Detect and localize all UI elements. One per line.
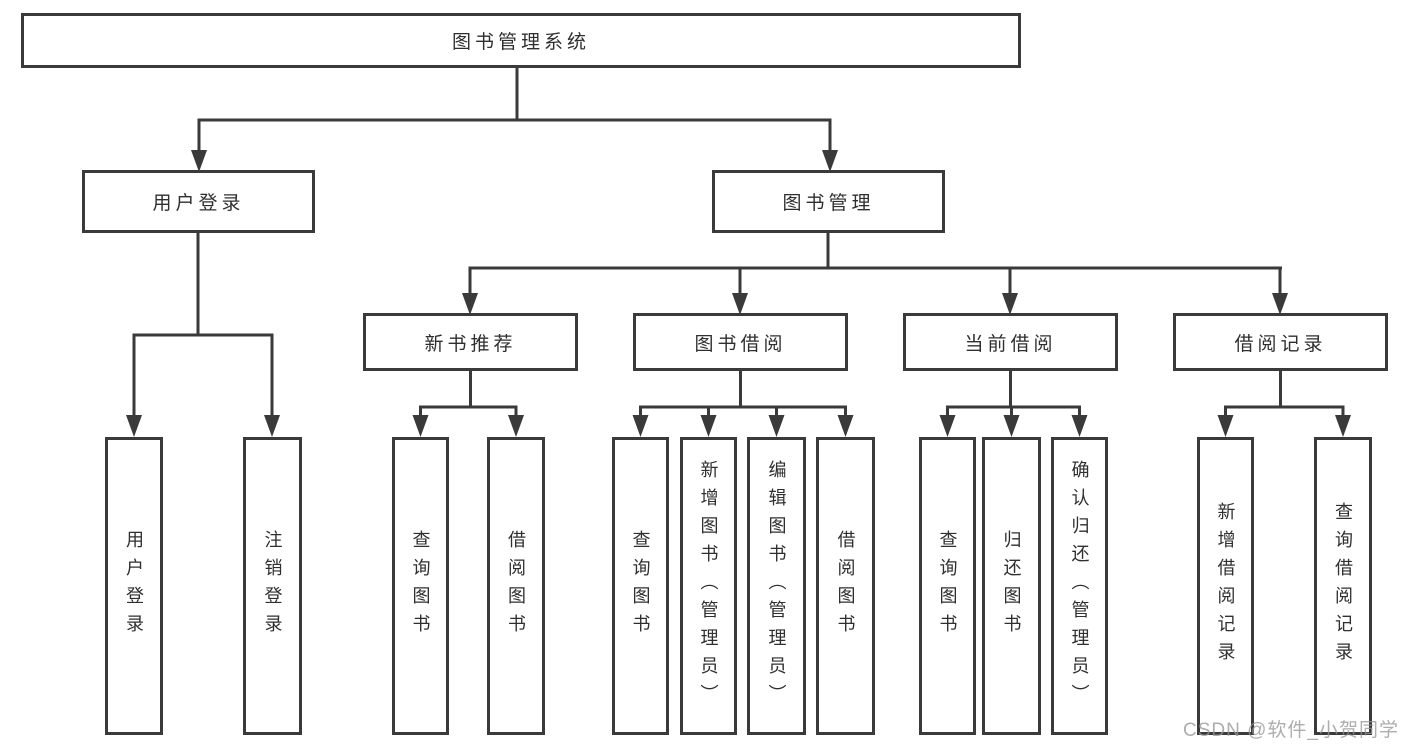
- node-root-system-label: 图书管理系统: [451, 32, 590, 53]
- leaf-return-book: 归还图书: [982, 437, 1041, 735]
- leaf-borrow-books-recommend: 借阅图书: [487, 437, 545, 735]
- leaf-add-book-admin: 新增图书（管理员）: [680, 437, 737, 735]
- leaf-query-books-borrowing: 查询图书: [612, 437, 669, 735]
- node-current-borrowing-label: 当前借阅: [964, 333, 1057, 355]
- connector-current-borrowing-to-leaves: [939, 369, 1088, 437]
- leaf-add-borrow-record-label: 新增借阅记录: [1215, 502, 1236, 670]
- csdn-watermark: CSDN @软件_小贺同学: [1183, 720, 1399, 741]
- leaf-query-books-current: 查询图书: [919, 437, 976, 735]
- leaf-confirm-return-admin: 确认归还（管理员）: [1051, 437, 1108, 735]
- node-new-book-recommend: 新书推荐: [363, 313, 578, 371]
- leaf-query-books-current-label: 查询图书: [937, 530, 958, 642]
- node-new-book-recommend-label: 新书推荐: [424, 333, 517, 355]
- leaf-return-book-label: 归还图书: [1001, 530, 1022, 642]
- leaf-borrow-books-borrowing: 借阅图书: [816, 437, 875, 735]
- node-borrowing-records-label: 借阅记录: [1234, 333, 1327, 355]
- node-borrowing-records: 借阅记录: [1173, 313, 1388, 371]
- leaf-borrow-books-recommend-label: 借阅图书: [506, 530, 526, 642]
- node-book-management: 图书管理: [712, 170, 945, 233]
- connector-book-borrowing-to-leaves: [632, 369, 854, 437]
- leaf-query-books-recommend-label: 查询图书: [410, 530, 431, 642]
- connector-user-login-to-leaves: [126, 231, 280, 437]
- leaf-user-login-label: 用户登录: [124, 530, 144, 642]
- leaf-confirm-return-admin-label: 确认归还（管理员）: [1069, 460, 1090, 712]
- node-root-system: 图书管理系统: [21, 13, 1021, 68]
- node-user-login-label: 用户登录: [152, 193, 245, 214]
- leaf-user-login: 用户登录: [105, 437, 163, 735]
- leaf-borrow-books-borrowing-label: 借阅图书: [835, 530, 856, 642]
- connector-root-to-level2: [191, 66, 838, 172]
- leaf-query-borrow-record: 查询借阅记录: [1314, 437, 1372, 735]
- leaf-add-borrow-record: 新增借阅记录: [1197, 437, 1254, 735]
- node-current-borrowing: 当前借阅: [903, 313, 1118, 371]
- node-book-borrowing-label: 图书借阅: [694, 333, 787, 355]
- leaf-query-books-borrowing-label: 查询图书: [630, 530, 651, 642]
- node-book-management-label: 图书管理: [782, 193, 875, 214]
- connector-book-management-to-level3: [462, 231, 1288, 315]
- leaf-edit-book-admin-label: 编辑图书（管理员）: [766, 460, 787, 712]
- leaf-query-books-recommend: 查询图书: [392, 437, 449, 735]
- node-user-login: 用户登录: [82, 170, 315, 233]
- connector-new-book-recommend-to-leaves: [412, 369, 524, 437]
- leaf-edit-book-admin: 编辑图书（管理员）: [747, 437, 806, 735]
- leaf-add-book-admin-label: 新增图书（管理员）: [698, 460, 719, 712]
- leaf-logout-label: 注销登录: [262, 530, 283, 642]
- leaf-logout: 注销登录: [243, 437, 302, 735]
- connector-borrowing-records-to-leaves: [1217, 369, 1351, 437]
- node-book-borrowing: 图书借阅: [633, 313, 848, 371]
- leaf-query-borrow-record-label: 查询借阅记录: [1333, 502, 1353, 670]
